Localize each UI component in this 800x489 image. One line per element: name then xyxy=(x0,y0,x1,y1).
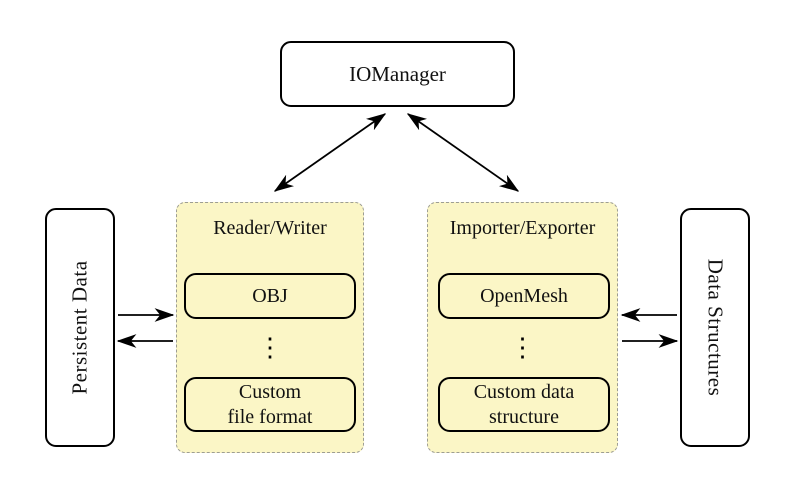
node-custom-file-format-line2: file format xyxy=(227,405,313,428)
group-reader-writer-title: Reader/Writer xyxy=(213,217,327,239)
node-data-structures-label: Data Structures xyxy=(703,258,728,397)
node-io-manager: IOManager xyxy=(280,41,515,107)
node-openmesh-label: OpenMesh xyxy=(480,284,568,307)
ellipsis-reader-writer: ⋮ xyxy=(257,333,283,362)
node-persistent-data: Persistent Data xyxy=(45,208,115,447)
arrow-iomanager-importerexporter xyxy=(406,113,520,192)
node-obj: OBJ xyxy=(184,273,356,319)
group-importer-exporter: Importer/Exporter OpenMesh ⋮ Custom data… xyxy=(427,202,618,453)
ellipsis-importer-exporter: ⋮ xyxy=(509,333,536,362)
node-openmesh: OpenMesh xyxy=(438,273,610,319)
node-data-structures: Data Structures xyxy=(680,208,750,447)
arrow-iomanager-readerwriter xyxy=(273,113,387,192)
node-custom-data-structure-line1: Custom data xyxy=(473,380,575,403)
node-io-manager-label: IOManager xyxy=(349,61,446,86)
node-persistent-data-label: Persistent Data xyxy=(67,260,92,395)
node-obj-label: OBJ xyxy=(252,284,288,307)
node-custom-file-format-line1: Custom xyxy=(238,380,302,403)
group-reader-writer: Reader/Writer OBJ ⋮ Custom file format xyxy=(176,202,364,453)
node-custom-data-structure: Custom data structure xyxy=(438,377,610,432)
group-importer-exporter-title: Importer/Exporter xyxy=(449,217,596,239)
node-custom-data-structure-line2: structure xyxy=(489,405,559,428)
node-custom-file-format: Custom file format xyxy=(184,377,356,432)
